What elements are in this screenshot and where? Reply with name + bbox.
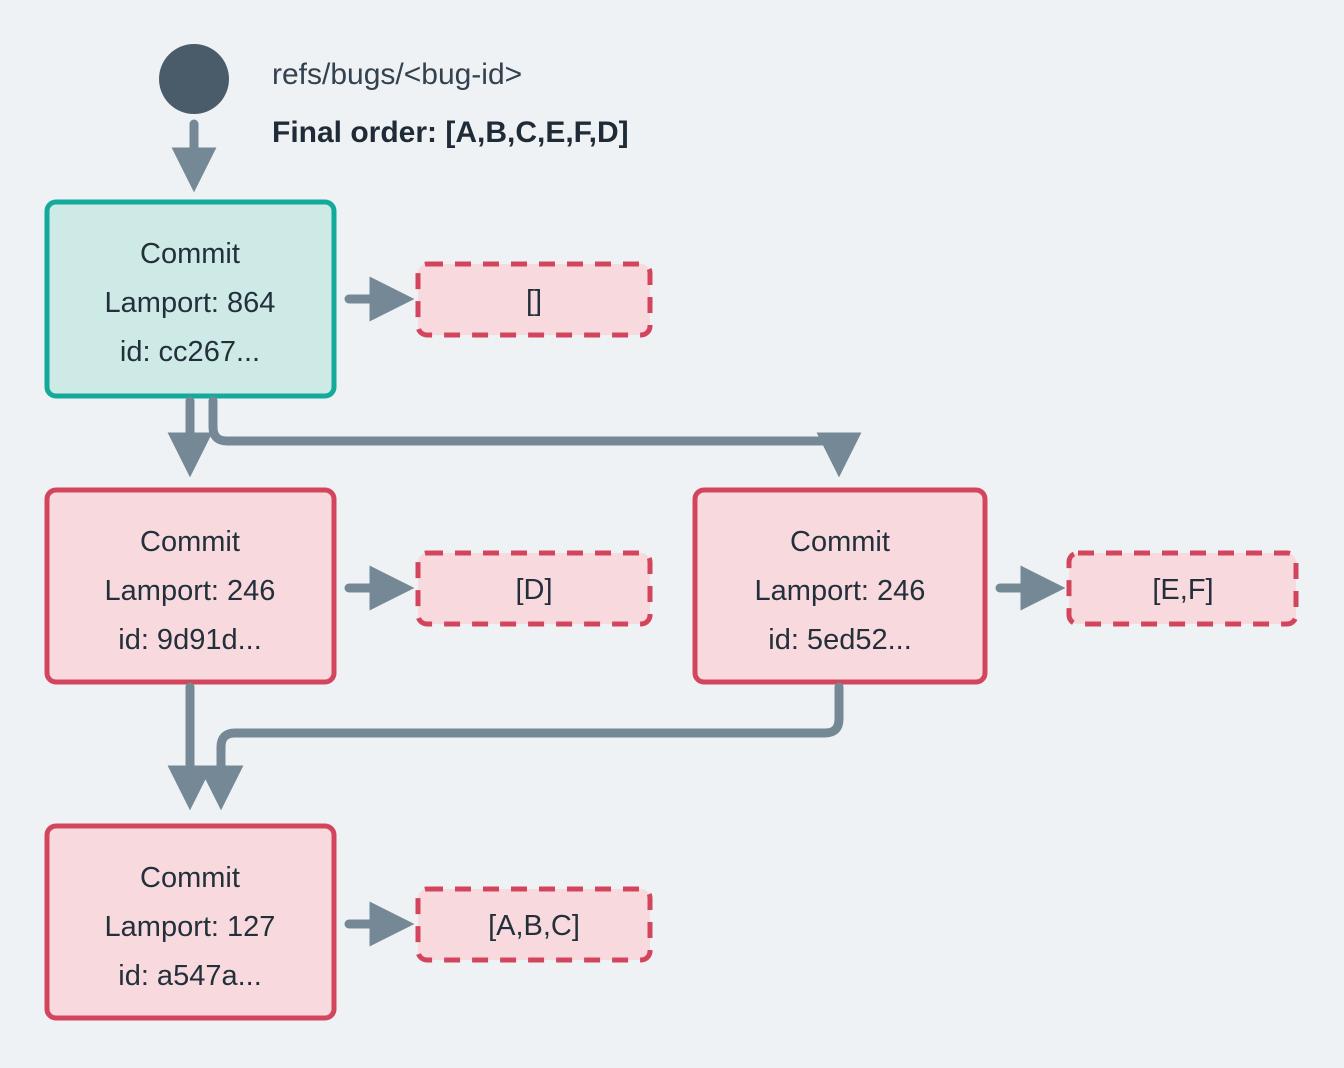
commit-left-lamport: Lamport: 246	[105, 575, 276, 607]
commit-left-title: Commit	[140, 526, 240, 558]
ops-box-right[interactable]	[1066, 550, 1299, 627]
ops-head-label: []	[526, 285, 542, 317]
edge-right-to-base	[198, 682, 844, 811]
commit-head-id: id: cc267...	[120, 336, 260, 368]
commit-head-lamport: Lamport: 864	[105, 287, 276, 319]
commit-head-title: Commit	[140, 238, 240, 270]
commit-base-id: id: a547a...	[118, 960, 262, 992]
commit-node-left[interactable]	[44, 487, 337, 685]
ops-box-left[interactable]	[415, 550, 653, 627]
commit-left-id: id: 9d91d...	[118, 624, 262, 656]
edge-head-to-right	[208, 396, 862, 478]
commit-base-lamport: Lamport: 127	[105, 911, 276, 943]
commit-right-id: id: 5ed52...	[768, 624, 912, 656]
commit-right-lamport: Lamport: 246	[755, 575, 926, 607]
ops-right-label: [E,F]	[1152, 574, 1213, 606]
ref-root-dot	[159, 44, 229, 114]
ops-left-label: [D]	[515, 574, 552, 606]
commit-right-title: Commit	[790, 526, 890, 558]
final-order-label: Final order: [A,B,C,E,F,D]	[272, 116, 629, 149]
commit-base-title: Commit	[140, 862, 240, 894]
commit-node-base[interactable]	[44, 823, 337, 1021]
commit-node-head[interactable]	[44, 199, 337, 399]
commit-node-right[interactable]	[692, 487, 988, 685]
ops-box-base[interactable]	[415, 886, 653, 963]
ref-path-label: refs/bugs/<bug-id>	[272, 58, 522, 91]
ops-box-head[interactable]	[415, 261, 653, 338]
ops-base-label: [A,B,C]	[488, 910, 580, 942]
